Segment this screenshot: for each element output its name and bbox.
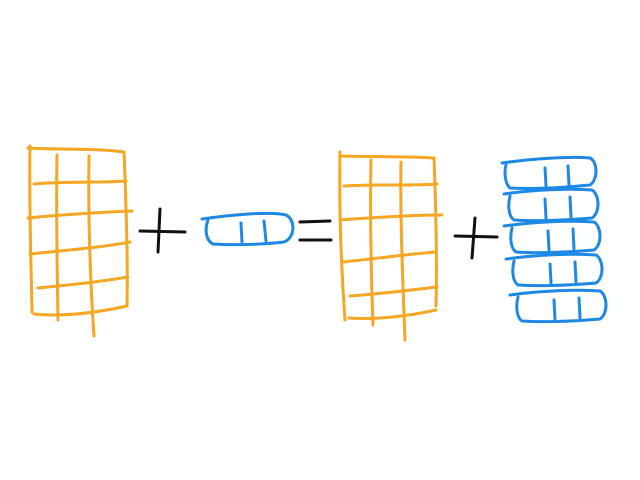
plus-operator-2 <box>453 216 499 260</box>
single-rod-icon <box>200 211 295 247</box>
left-grid-icon <box>26 144 134 338</box>
rod-stack-icon <box>500 155 608 324</box>
stacked-rod-1 <box>500 155 598 190</box>
right-grid-icon <box>338 150 444 342</box>
stacked-rod-2 <box>502 187 600 223</box>
stacked-rod-4 <box>504 252 604 288</box>
plus-operator-1 <box>138 207 187 254</box>
stacked-rod-3 <box>502 219 602 255</box>
stacked-rod-5 <box>508 288 608 324</box>
equals-operator <box>298 219 333 242</box>
